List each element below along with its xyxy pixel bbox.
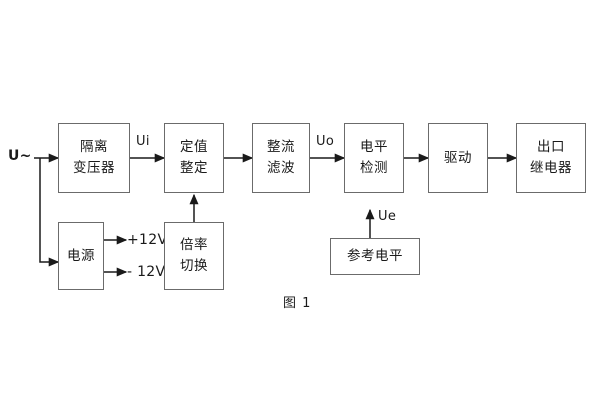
block-ratio-switch-line1: 倍率 bbox=[180, 237, 208, 254]
block-level-detect[interactable]: 电平 检测 bbox=[344, 123, 404, 193]
block-isolation-transformer[interactable]: 隔离 变压器 bbox=[58, 123, 130, 193]
block-setting-adjust[interactable]: 定值 整定 bbox=[164, 123, 224, 193]
wire-source-branch-to-power bbox=[39, 158, 60, 267]
signal-label-ui: Ui bbox=[136, 134, 150, 149]
block-ratio-switch-line2: 切换 bbox=[180, 258, 208, 274]
block-output-relay-line1: 出口 bbox=[537, 139, 565, 156]
block-isolation-transformer-line1: 隔离 bbox=[80, 139, 108, 156]
signal-label-ue: Ue bbox=[378, 209, 397, 224]
block-power-supply[interactable]: 电源 bbox=[58, 222, 104, 290]
block-rectify-filter-line1: 整流 bbox=[267, 139, 295, 156]
source-label-u-ac: U~ bbox=[8, 148, 32, 164]
figure-caption: 图 1 bbox=[283, 296, 312, 311]
block-drive-line1: 驱动 bbox=[444, 149, 472, 166]
label-supply-negative-12v: - 12V bbox=[127, 264, 166, 280]
block-setting-adjust-line1: 定值 bbox=[180, 139, 208, 156]
block-output-relay-line2: 继电器 bbox=[530, 160, 572, 176]
block-ratio-switch[interactable]: 倍率 切换 bbox=[164, 222, 224, 290]
block-level-detect-line1: 电平 bbox=[360, 139, 388, 156]
block-reference-level-line1: 参考电平 bbox=[347, 248, 403, 265]
block-rectify-filter-line2: 滤波 bbox=[267, 160, 295, 176]
block-output-relay[interactable]: 出口 继电器 bbox=[516, 123, 586, 193]
block-setting-adjust-line2: 整定 bbox=[180, 160, 208, 176]
block-level-detect-line2: 检测 bbox=[360, 160, 388, 176]
block-reference-level[interactable]: 参考电平 bbox=[330, 238, 420, 275]
block-power-supply-line1: 电源 bbox=[67, 247, 95, 264]
signal-label-uo: Uo bbox=[316, 134, 335, 149]
block-isolation-transformer-line2: 变压器 bbox=[73, 160, 115, 176]
label-supply-positive-12v: +12V bbox=[127, 232, 168, 248]
block-drive[interactable]: 驱动 bbox=[428, 123, 488, 193]
block-rectify-filter[interactable]: 整流 滤波 bbox=[252, 123, 310, 193]
